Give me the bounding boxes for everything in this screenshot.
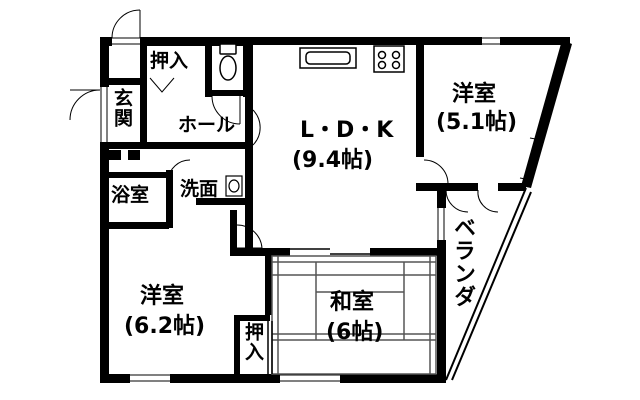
interior-walls (109, 37, 526, 377)
western-ne-name-label: 洋室 (452, 82, 497, 107)
veranda-label: ベランダ (450, 216, 475, 308)
exterior-walls (100, 37, 572, 383)
veranda-outline (445, 187, 532, 381)
oshiire-bottom-label: 押入 (242, 322, 264, 362)
windows (100, 37, 542, 382)
bath-label: 浴室 (111, 184, 150, 206)
door-swing-icon (69, 9, 499, 249)
sliding-doors (267, 248, 370, 374)
western-sw-size-label: (6.2帖) (124, 314, 206, 339)
kitchen-sink-icon (299, 47, 357, 69)
stove-icon (373, 45, 405, 73)
washroom-label: 洗面 (180, 178, 219, 200)
oshiire-top-label: 押入 (150, 50, 189, 72)
hall-label: ホール (178, 114, 236, 136)
genkan-label: 玄関 (111, 88, 133, 128)
washbasin-icon (225, 175, 243, 197)
tatami-lines (271, 255, 437, 375)
western-sw-name-label: 洋室 (140, 284, 185, 309)
toilet-icon (219, 43, 237, 81)
japanese-size-label: (6帖) (326, 320, 384, 345)
western-ne-size-label: (5.1帖) (436, 110, 518, 135)
ldk-size-label: (9.4帖) (292, 148, 374, 173)
ldk-name-label: L・D・K (300, 118, 394, 143)
japanese-name-label: 和室 (330, 290, 375, 315)
